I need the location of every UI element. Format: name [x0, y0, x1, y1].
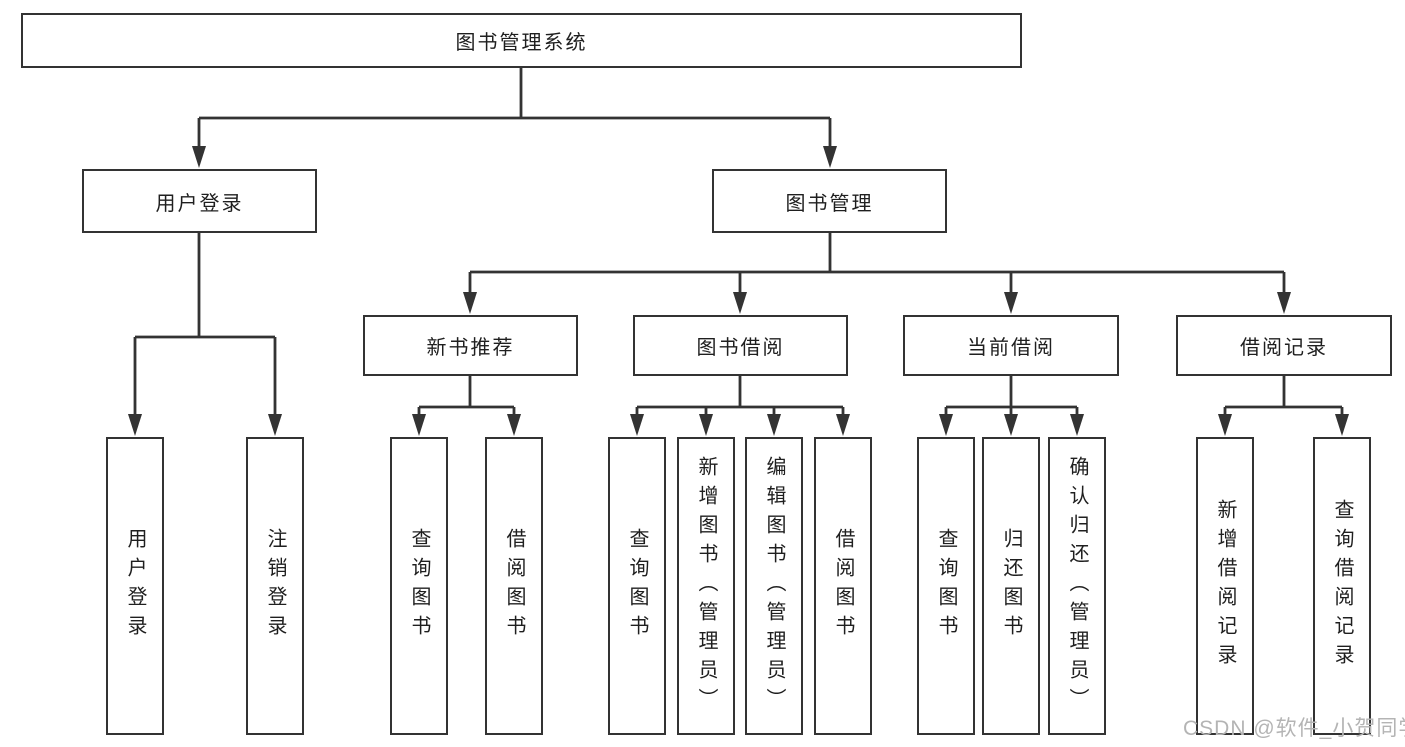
node-book-management: 图书管理: [712, 169, 947, 233]
leaf-borrow-borrow-books-label: 借阅图书: [832, 528, 854, 644]
csdn-watermark: CSDN @软件_小贺同学: [1183, 717, 1405, 740]
node-book-management-label: 图书管理: [785, 192, 874, 215]
leaf-borrow-query-books: 查询图书: [608, 437, 666, 735]
node-user-login-label: 用户登录: [155, 192, 244, 215]
leaf-current-query-books: 查询图书: [917, 437, 975, 735]
leaf-logout: 注销登录: [246, 437, 304, 735]
leaf-newbook-query-books-label: 查询图书: [408, 528, 430, 644]
leaf-borrow-query-books-label: 查询图书: [626, 528, 648, 644]
node-current-borrow: 当前借阅: [903, 315, 1119, 376]
leaf-user-login-label: 用户登录: [124, 528, 146, 644]
arrowheads: [128, 146, 1349, 436]
leaf-borrow-edit-books-admin-label: 编辑图书（管理员）: [763, 455, 785, 717]
node-new-book-recommend: 新书推荐: [363, 315, 578, 376]
node-root-system: 图书管理系统: [21, 13, 1022, 68]
leaf-borrow-borrow-books: 借阅图书: [814, 437, 872, 735]
leaf-current-confirm-return-admin: 确认归还（管理员）: [1048, 437, 1106, 735]
node-borrow-records-label: 借阅记录: [1240, 337, 1328, 359]
leaf-borrow-add-books-admin-label: 新增图书（管理员）: [695, 455, 717, 717]
node-book-borrow: 图书借阅: [633, 315, 848, 376]
node-book-borrow-label: 图书借阅: [696, 337, 785, 359]
leaf-records-query-record: 查询借阅记录: [1313, 437, 1371, 735]
leaf-current-query-books-label: 查询图书: [935, 528, 957, 644]
leaf-borrow-add-books-admin: 新增图书（管理员）: [677, 437, 735, 735]
leaf-current-return-books: 归还图书: [982, 437, 1040, 735]
leaf-newbook-query-books: 查询图书: [390, 437, 448, 735]
leaf-records-add-record-label: 新增借阅记录: [1214, 499, 1236, 673]
leaf-current-return-books-label: 归还图书: [1000, 528, 1022, 644]
leaf-newbook-borrow-books-label: 借阅图书: [503, 528, 525, 644]
leaf-records-query-record-label: 查询借阅记录: [1331, 499, 1353, 673]
leaf-newbook-borrow-books: 借阅图书: [485, 437, 543, 735]
leaf-borrow-edit-books-admin: 编辑图书（管理员）: [745, 437, 803, 735]
node-user-login: 用户登录: [82, 169, 317, 233]
leaf-records-add-record: 新增借阅记录: [1196, 437, 1254, 735]
node-borrow-records: 借阅记录: [1176, 315, 1392, 376]
leaf-current-confirm-return-admin-label: 确认归还（管理员）: [1066, 455, 1088, 717]
node-new-book-recommend-label: 新书推荐: [426, 337, 515, 359]
leaf-logout-label: 注销登录: [264, 528, 286, 644]
leaf-user-login: 用户登录: [106, 437, 164, 735]
node-root-label: 图书管理系统: [455, 32, 588, 54]
node-current-borrow-label: 当前借阅: [967, 337, 1055, 359]
